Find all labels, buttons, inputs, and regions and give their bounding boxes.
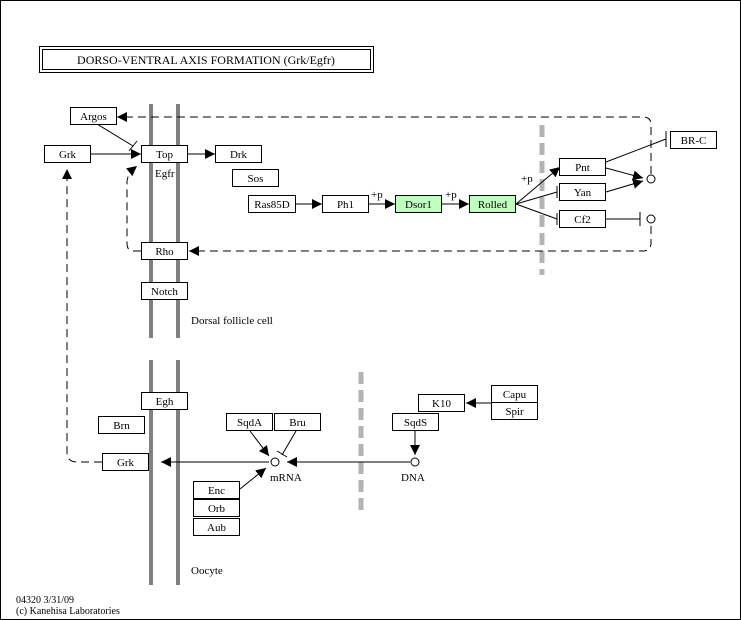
node-notch[interactable]: Notch [141,282,188,300]
node-capu[interactable]: Capu [491,385,538,403]
node-enc[interactable]: Enc [193,481,240,499]
node-brn[interactable]: Brn [98,416,145,434]
svg-text:Sos: Sos [248,173,264,185]
svg-text:Ras85D: Ras85D [254,199,290,211]
svg-text:Yan: Yan [574,187,592,199]
node-rolled[interactable]: Rolled [469,195,516,213]
edge-argos-top-bar [128,140,138,152]
edge-grk-transport [62,169,102,463]
label-dorsal-follicle-cell: Dorsal follicle cell [191,315,273,327]
edge-bru-mrna [281,430,297,456]
svg-text:BR-C: BR-C [681,135,707,147]
svg-text:SqdA: SqdA [237,417,262,429]
edge-enc-mrna [239,467,267,490]
gene-nodes: Argos Grk Top Drk Sos Ras85D Ph1 Dsor1 R… [44,107,717,536]
svg-text:Rho: Rho [155,246,174,258]
footer-code: 04320 3/31/09 [16,595,74,606]
svg-text:Aub: Aub [207,522,226,534]
svg-text:Drk: Drk [230,149,248,161]
svg-text:Dsor1: Dsor1 [405,199,432,211]
edge-bru-mrna-bar [276,450,288,458]
node-grk-oocyte[interactable]: Grk [102,453,149,471]
node-grk-top[interactable]: Grk [44,145,91,163]
compound-target-bottom [646,214,656,224]
node-sos[interactable]: Sos [232,169,279,187]
svg-text:SqdS: SqdS [404,417,427,429]
svg-text:Cf2: Cf2 [574,214,591,226]
title-box: DORSO-VENTRAL AXIS FORMATION (Grk/Egfr) [39,46,374,73]
diagram-title: DORSO-VENTRAL AXIS FORMATION (Grk/Egfr) [77,53,335,67]
compound-dna [410,457,420,467]
svg-text:Capu: Capu [503,389,527,401]
label-phospho-3: +p [521,173,533,185]
annotations: Egfr Dorsal follicle cell Oocyte mRNA DN… [155,168,533,577]
edge-rolled-cf2 [515,203,558,220]
edge-feedback-rho [189,226,652,256]
svg-text:Top: Top [156,149,173,161]
svg-text:Bru: Bru [289,417,306,429]
edge-feedback-argos [117,112,652,174]
node-orb[interactable]: Orb [193,499,240,517]
compounds [270,174,656,467]
edge-pnt-target [605,167,644,181]
edge-sqda-mrna [249,430,270,457]
svg-text:Brn: Brn [113,420,130,432]
footer: 04320 3/31/09 (c) Kanehisa Laboratories [16,595,120,617]
svg-text:Egh: Egh [156,396,174,408]
edge-pnt-brc [605,138,667,163]
edge-yan-target [605,179,644,193]
compound-target-top [646,174,656,184]
label-phospho-2: +p [445,189,457,201]
edge-rho-top [126,165,141,252]
node-pnt[interactable]: Pnt [559,158,606,176]
edge-rolled-yan [515,191,558,205]
node-ras85d[interactable]: Ras85D [248,195,296,213]
svg-text:Notch: Notch [151,286,178,298]
svg-text:Grk: Grk [117,457,135,469]
node-argos[interactable]: Argos [70,107,117,125]
label-mrna: mRNA [270,472,302,484]
svg-text:Enc: Enc [208,485,225,497]
node-sqda[interactable]: SqdA [226,413,273,431]
node-ph1[interactable]: Ph1 [322,195,369,213]
compound-mrna [270,457,280,467]
edge-argos-top [96,123,134,147]
node-spir[interactable]: Spir [491,402,538,420]
node-cf2[interactable]: Cf2 [559,210,606,228]
label-dna: DNA [401,472,425,484]
node-yan[interactable]: Yan [559,183,606,201]
svg-text:Pnt: Pnt [575,162,590,174]
node-dsor1[interactable]: Dsor1 [395,195,442,213]
node-k10[interactable]: K10 [418,394,465,412]
relations [62,112,667,490]
svg-text:Ph1: Ph1 [337,199,354,211]
node-br-c[interactable]: BR-C [670,131,717,149]
svg-text:Orb: Orb [208,503,226,515]
svg-text:Rolled: Rolled [478,199,508,211]
node-top[interactable]: Top [141,145,188,163]
node-bru[interactable]: Bru [274,413,321,431]
edge-rolled-pnt [515,166,561,205]
label-egfr: Egfr [155,168,175,180]
svg-text:K10: K10 [432,398,451,410]
node-egh[interactable]: Egh [141,392,188,410]
node-drk[interactable]: Drk [215,145,262,163]
label-oocyte: Oocyte [191,565,223,577]
node-aub[interactable]: Aub [193,518,240,536]
node-sqds[interactable]: SqdS [392,413,439,431]
footer-copyright: (c) Kanehisa Laboratories [16,606,120,617]
svg-text:Spir: Spir [505,406,524,418]
node-rho[interactable]: Rho [141,242,188,260]
svg-text:Argos: Argos [80,111,107,123]
label-phospho-1: +p [371,189,383,201]
svg-text:Grk: Grk [59,149,77,161]
